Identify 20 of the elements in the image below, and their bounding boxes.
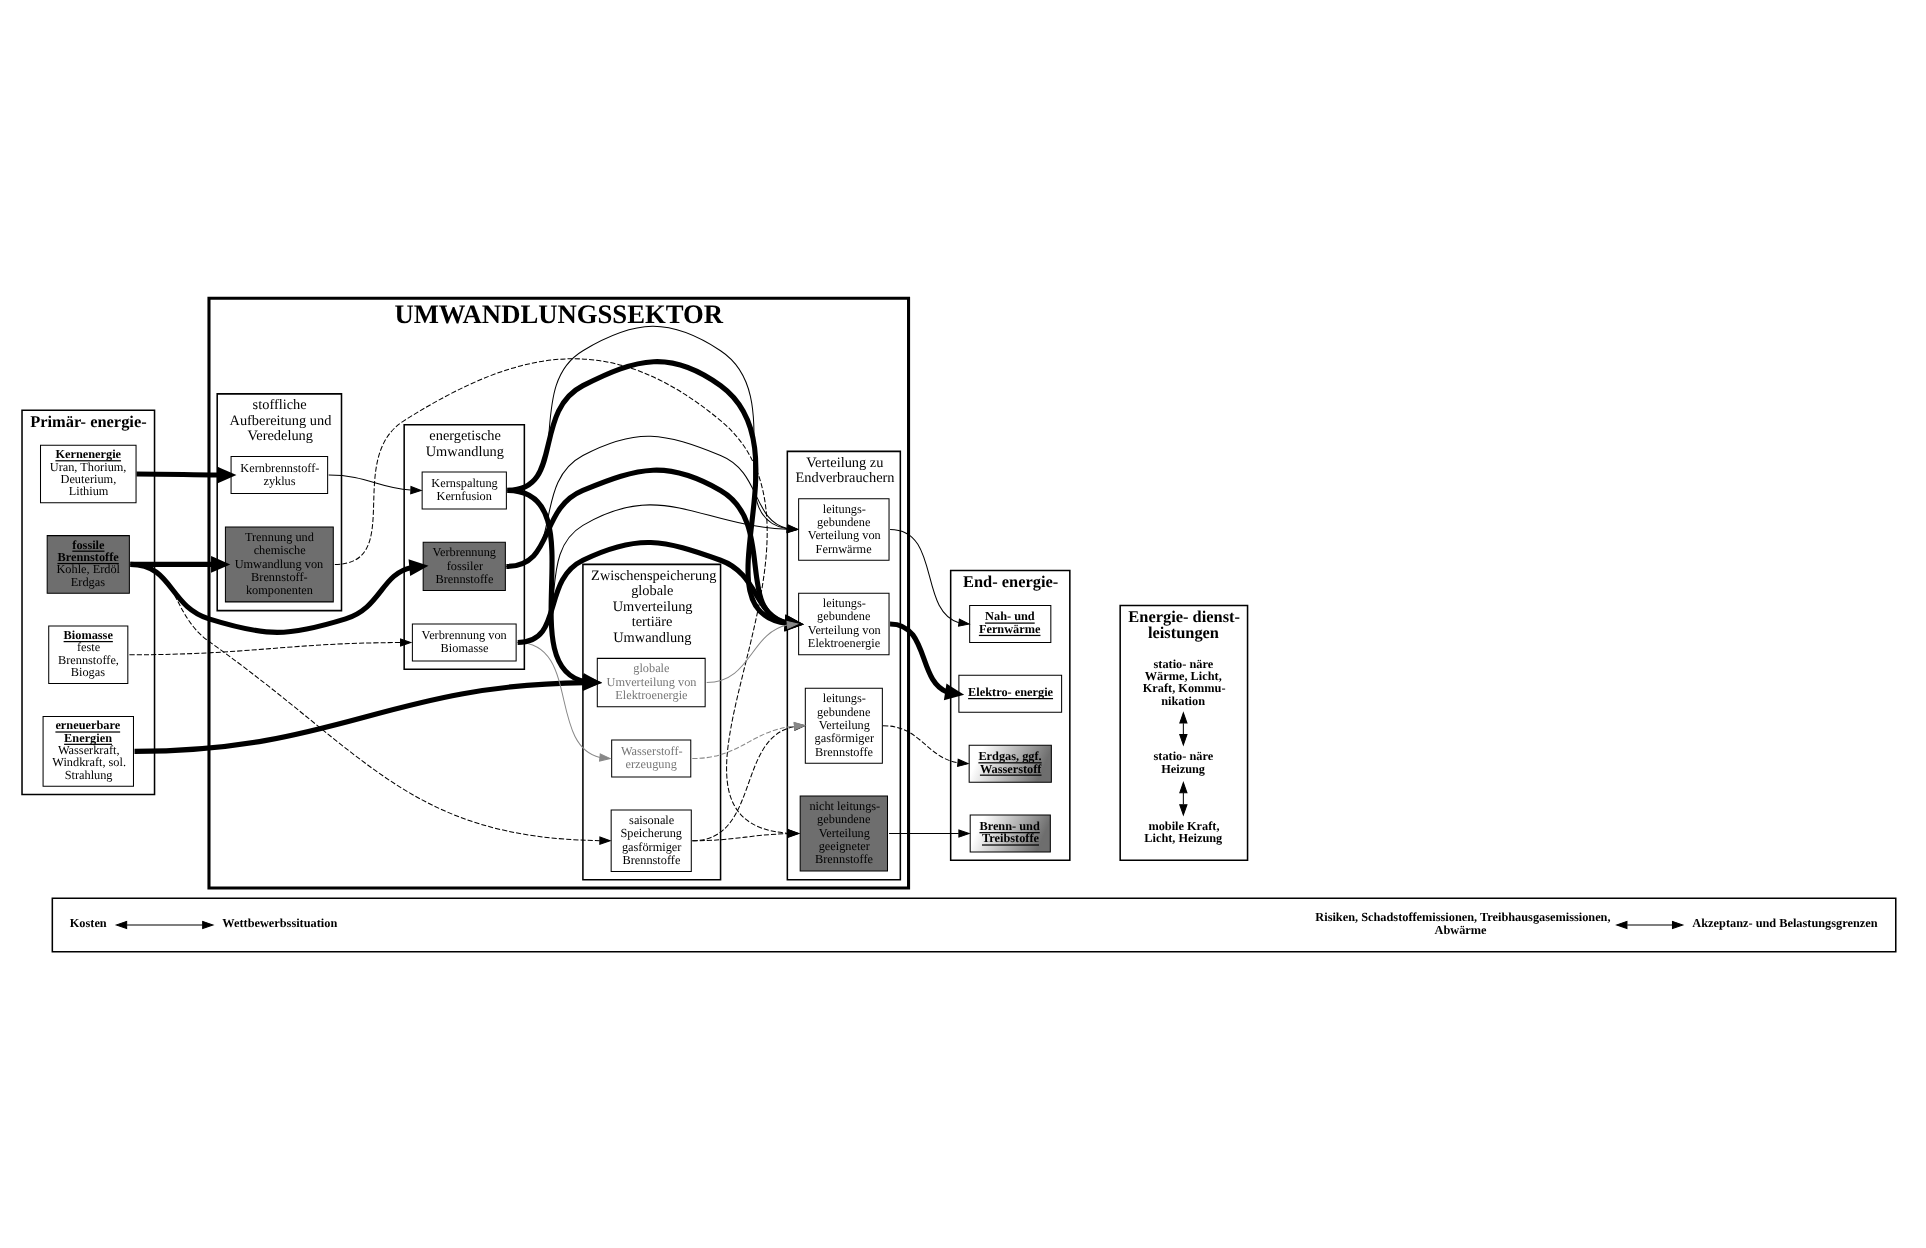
arrow — [706, 619, 800, 683]
arrow — [129, 562, 612, 844]
arrow — [1179, 779, 1188, 816]
arrow — [882, 724, 970, 767]
arrow — [334, 357, 801, 837]
cluster — [51, 896, 1897, 952]
arrow — [1179, 710, 1188, 746]
arrow — [517, 539, 804, 644]
arrow — [114, 919, 215, 929]
arrow — [136, 465, 237, 483]
arrow — [888, 828, 971, 837]
arrow — [889, 527, 971, 626]
arrow — [328, 473, 423, 494]
arrow — [517, 503, 800, 642]
arrow — [889, 620, 965, 700]
arrow — [130, 558, 429, 634]
arrow — [507, 358, 804, 631]
arrow — [128, 637, 413, 655]
arrow — [1615, 919, 1685, 929]
arrow — [506, 466, 804, 631]
